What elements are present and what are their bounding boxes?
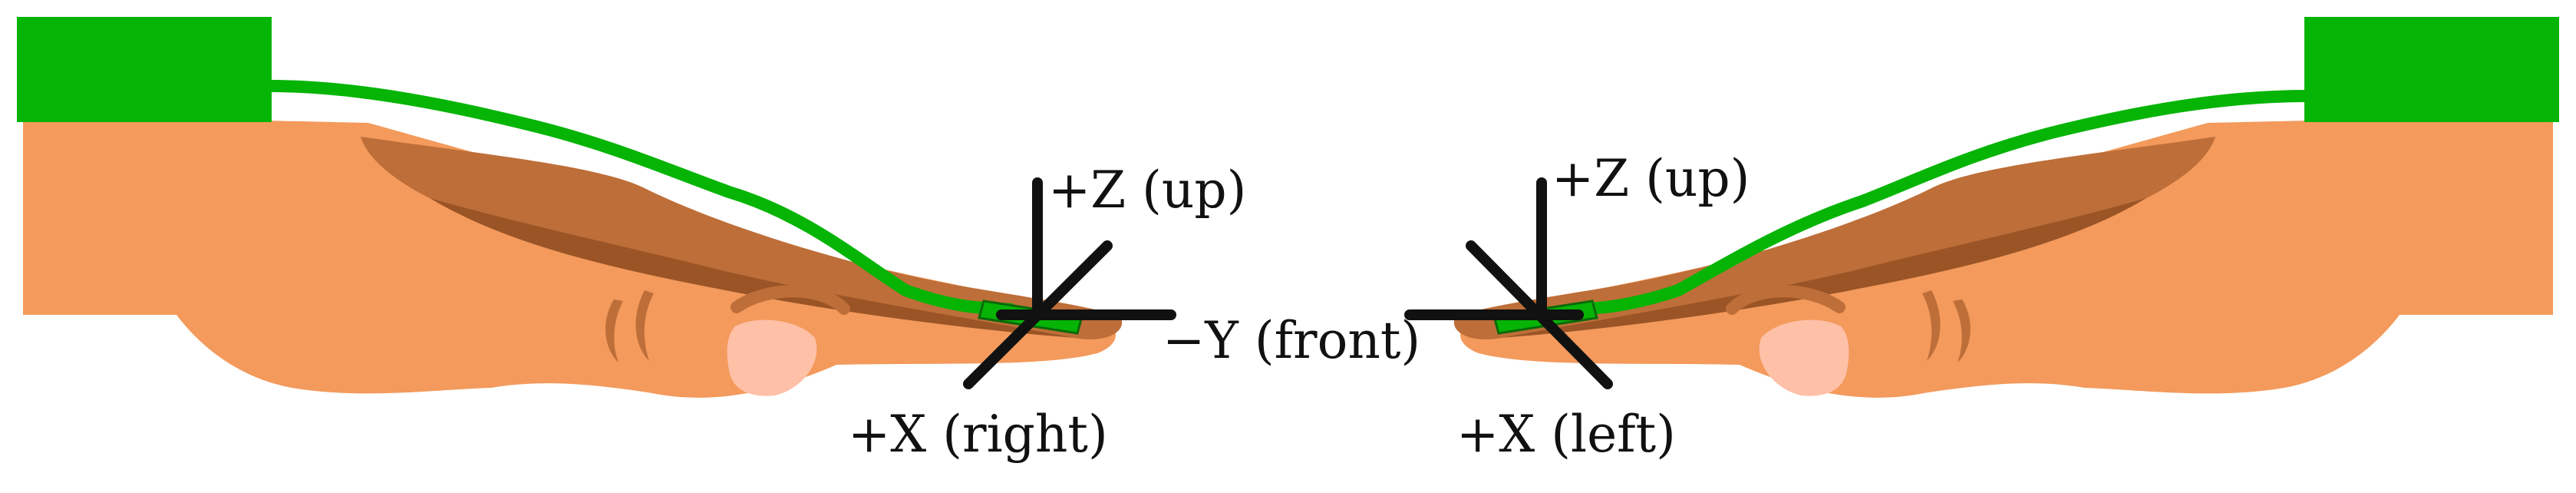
right-hand-y-label: −Y (front) [1163, 311, 1420, 370]
left-hand-illustration [1453, 115, 2553, 398]
left-hand-knuckle-wrinkle [1922, 290, 1941, 361]
left-hand-sensor-block [2304, 17, 2559, 122]
axis-labels: +Z (up) −Y (front) +X (right) +Z (up) +X… [848, 149, 1750, 464]
right-hand-x-axis [963, 240, 1113, 389]
left-hand-x-axis [1466, 240, 1613, 389]
left-hand-palm [1460, 115, 2553, 398]
left-hand-z-label: +Z (up) [1552, 149, 1750, 208]
left-hand-index-finger [1453, 137, 2215, 339]
right-hand-x-label: +X (right) [848, 405, 1108, 464]
left-hand-axes [1404, 177, 1613, 389]
left-hand-knuckle-wrinkle [1953, 299, 1971, 362]
right-hand-illustration [23, 115, 1123, 398]
right-hand-z-label: +Z (up) [1048, 160, 1246, 220]
right-hand-knuckle-wrinkle [605, 299, 623, 362]
right-hand-sensor-block [17, 17, 272, 122]
right-hand-axes [963, 177, 1176, 389]
right-hand-sensor-cable [269, 80, 1014, 316]
right-hand-knuckle-wrinkle [635, 290, 654, 361]
right-hand-index-finger [361, 137, 1123, 339]
left-hand-sensor-cable [1570, 90, 2307, 316]
right-hand-thumb-nail [727, 319, 817, 396]
left-hand-thumb-crease [1726, 285, 1845, 315]
right-hand-palm [23, 115, 1116, 398]
right-hand-sensor [17, 17, 1084, 335]
right-hand-thumb-crease [731, 285, 850, 315]
left-hand-x-label: +X (left) [1456, 405, 1676, 464]
left-hand-thumb-nail [1759, 319, 1849, 396]
